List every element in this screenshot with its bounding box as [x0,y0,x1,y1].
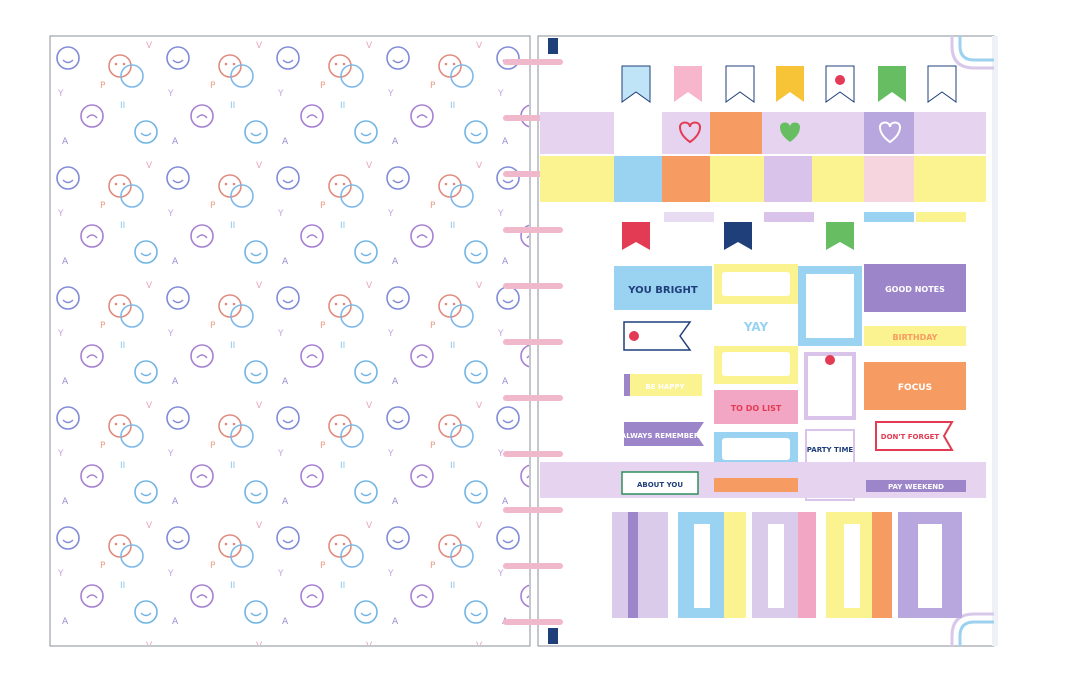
sticker-yay: YAY [743,320,769,334]
sticker-birthday: BIRTHDAY [893,333,938,342]
sticker-dont-forget: DON'T FORGET [881,433,940,441]
sticker-always-remember: ALWAYS REMEMBER [621,432,700,440]
sticker-about-you: ABOUT YOU [637,481,683,489]
sticker-be-happy: BE HAPPY [645,383,685,391]
sticker-to-do-list: TO DO LIST [731,404,782,413]
divider-tabs [612,512,962,618]
sticker-focus: FOCUS [898,383,932,393]
sticker-party-time: PARTY TIME [807,446,854,454]
sticker-you-bright: YOU BRIGHT [627,285,698,296]
sticker-pay-weekend: PAY WEEKEND [888,483,944,491]
flag-row-top [621,65,957,103]
sticker-good-notes: GOOD NOTES [885,285,945,294]
left-page [49,35,531,647]
sticker-sheet: YOU BRIGHT YAY GOOD NOTES BIRTHDAY FOCUS… [540,65,986,618]
